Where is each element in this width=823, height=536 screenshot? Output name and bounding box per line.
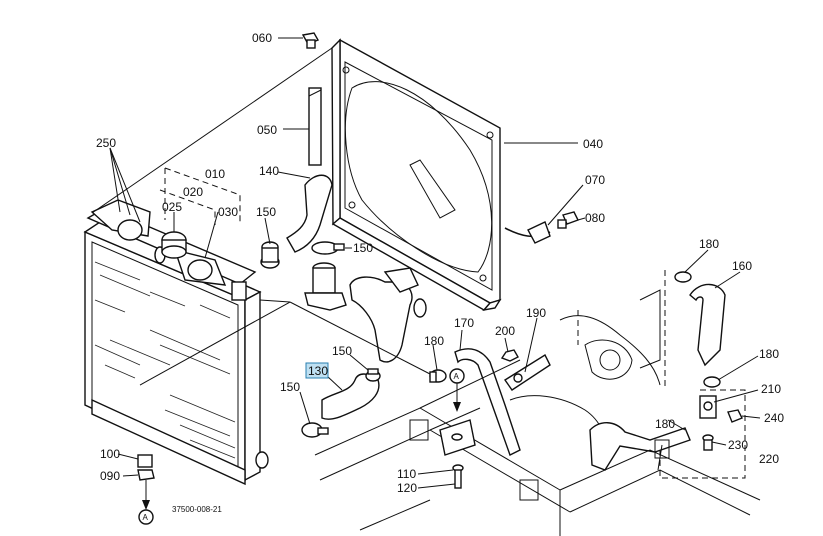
label-080[interactable]: 080: [585, 211, 605, 225]
upper-bypass-hose[interactable]: [689, 283, 726, 367]
nut-090[interactable]: [137, 469, 155, 481]
label-170[interactable]: 170: [454, 316, 474, 330]
bypass-hose[interactable]: [454, 348, 521, 456]
hose-clamp-lower-upper[interactable]: [365, 368, 381, 382]
label-060[interactable]: 060: [252, 31, 272, 45]
marker-a-radiator-text: A: [143, 513, 149, 522]
label-180-right-bottom[interactable]: 180: [655, 417, 675, 431]
leader-lines: [91, 37, 761, 489]
label-220[interactable]: 220: [759, 452, 779, 466]
bolt-240[interactable]: [727, 409, 743, 423]
label-150-upper-right[interactable]: 150: [353, 241, 373, 255]
drawing-number: 37500-008-21: [172, 505, 222, 514]
water-outlet-pipe[interactable]: [349, 276, 413, 363]
label-140[interactable]: 140: [259, 164, 279, 178]
hose-clamp-180-right-bottom[interactable]: [703, 376, 721, 388]
hose-clamp-lower-lower[interactable]: [301, 422, 329, 438]
label-180-right-top[interactable]: 180: [699, 237, 719, 251]
label-210[interactable]: 210: [761, 382, 781, 396]
mounting-bracket[interactable]: [439, 419, 476, 456]
hose-clamp-180-right-top[interactable]: [674, 271, 692, 283]
label-100[interactable]: 100: [100, 447, 120, 461]
label-180-right-mid[interactable]: 180: [759, 347, 779, 361]
hose-clamp-upper-right[interactable]: [311, 241, 345, 255]
label-030[interactable]: 030: [218, 205, 238, 219]
lower-water-pipe[interactable]: [589, 422, 691, 471]
label-240[interactable]: 240: [764, 411, 784, 425]
group-bracket-220: [659, 389, 746, 479]
reference-marker-a-radiator[interactable]: A: [138, 509, 154, 525]
marker-a-engine-text: A: [454, 372, 460, 381]
reference-arrow-a-radiator: [142, 480, 150, 510]
label-130[interactable]: 130: [308, 364, 328, 378]
part-labels: 060 050 040 070 080 140 250 010 020 025 …: [96, 31, 784, 514]
upper-hose[interactable]: [286, 174, 333, 253]
washer-230[interactable]: [702, 434, 714, 451]
bolt-110-120[interactable]: [452, 464, 464, 489]
seal-clip[interactable]: [527, 221, 551, 244]
label-040[interactable]: 040: [583, 137, 603, 151]
reference-arrow-a-engine: [453, 382, 461, 412]
label-090[interactable]: 090: [100, 469, 120, 483]
label-070[interactable]: 070: [585, 173, 605, 187]
label-250[interactable]: 250: [96, 136, 116, 150]
label-190[interactable]: 190: [526, 306, 546, 320]
radiator-core[interactable]: [83, 199, 269, 486]
label-020[interactable]: 020: [183, 185, 203, 199]
cushion-100[interactable]: [137, 454, 153, 468]
hose-clamp-180-center[interactable]: [429, 369, 447, 383]
filler-neck[interactable]: [161, 231, 187, 259]
water-flange[interactable]: [304, 262, 347, 311]
seal-strip[interactable]: [308, 87, 322, 166]
bolt-080[interactable]: [557, 211, 579, 229]
nut-200[interactable]: [500, 349, 519, 362]
frame-outline: [314, 359, 761, 536]
label-150-upper-left[interactable]: 150: [256, 205, 276, 219]
label-160[interactable]: 160: [732, 259, 752, 273]
label-050[interactable]: 050: [257, 123, 277, 137]
hose-clamp-upper-left[interactable]: [260, 241, 280, 269]
label-150-lower-upper[interactable]: 150: [332, 344, 352, 358]
label-180-center[interactable]: 180: [424, 334, 444, 348]
label-120[interactable]: 120: [397, 481, 417, 495]
label-200[interactable]: 200: [495, 324, 515, 338]
label-025[interactable]: 025: [162, 200, 182, 214]
bolt-060[interactable]: [301, 32, 320, 49]
label-110[interactable]: 110: [397, 467, 416, 481]
fan-shroud[interactable]: [331, 38, 502, 312]
label-010[interactable]: 010: [205, 167, 225, 181]
reference-marker-a-engine[interactable]: A: [449, 368, 465, 384]
label-150-lower-lower[interactable]: 150: [280, 380, 300, 394]
label-230[interactable]: 230: [728, 438, 748, 452]
fitting-210[interactable]: [699, 395, 717, 419]
highlight-box: [305, 362, 329, 379]
